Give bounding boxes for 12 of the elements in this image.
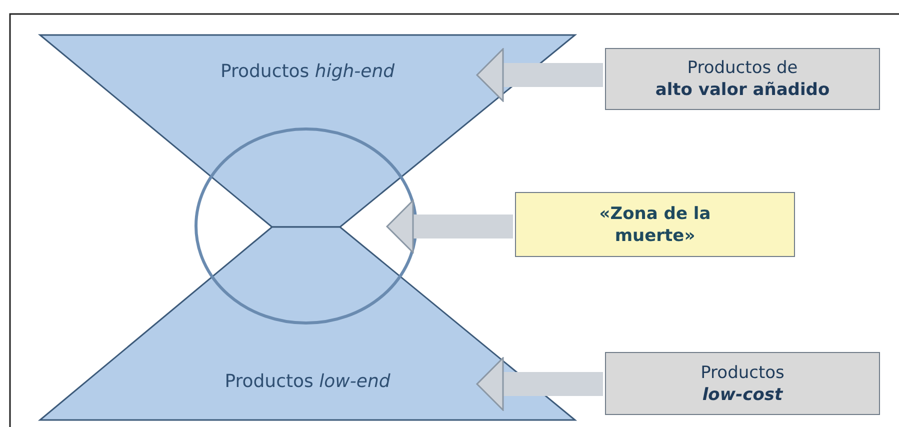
block-arrow — [476, 48, 603, 102]
label-box — [605, 352, 880, 415]
label-box — [515, 192, 795, 257]
zone-circle — [196, 129, 416, 323]
label-text: Productos low-end — [224, 370, 392, 394]
block-arrow — [386, 200, 513, 254]
label-text: «Zona de la muerte» — [598, 202, 712, 247]
label-box — [605, 48, 880, 110]
block-arrow — [476, 357, 603, 411]
label-text: Productos high-end — [219, 60, 396, 84]
label-text: Productos de alto valor añadido — [654, 56, 831, 102]
label-text: Productos low-cost — [700, 361, 786, 406]
